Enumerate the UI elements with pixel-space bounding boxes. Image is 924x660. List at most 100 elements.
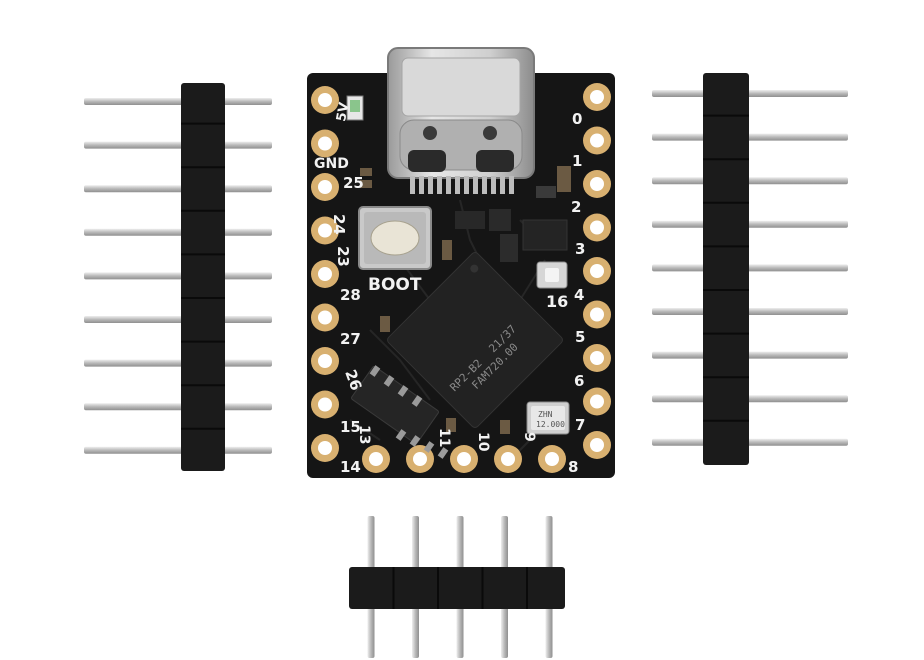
usb-contact-pin: [500, 176, 505, 194]
boot-label: BOOT: [368, 275, 422, 295]
castellated-pad: [583, 344, 611, 372]
led-label: 16: [546, 292, 568, 311]
flash-pin: [409, 435, 421, 447]
pin-label-15: 15: [340, 418, 361, 436]
pin-label-gnd: GND: [314, 156, 349, 172]
crystal-marking-line-2: 12.000: [536, 420, 565, 429]
right-header-housing: [703, 73, 749, 465]
castellated-pad: [583, 126, 611, 155]
usb-contact-pin: [464, 176, 469, 194]
castellated-pad: [311, 347, 339, 375]
right-header-pin: [652, 351, 848, 359]
left-header-pin: [84, 141, 272, 149]
castellated-pad: [362, 445, 390, 473]
left-pin-header: [84, 83, 272, 471]
left-header-pin: [84, 272, 272, 280]
led: [536, 261, 568, 289]
left-header-pin: [84, 403, 272, 411]
pin-label-9: 9: [521, 432, 537, 442]
right-header-pin: [652, 264, 848, 272]
right-header-pin: [652, 90, 848, 97]
castellated-pad: [583, 213, 611, 242]
bottom-header-housing: [349, 567, 565, 609]
pin-label-6: 6: [574, 372, 584, 390]
usb-contact-pin: [419, 176, 424, 194]
pin-label-13: 13: [356, 425, 372, 444]
left-header-pin: [84, 446, 272, 454]
castellated-pad: [311, 216, 339, 245]
pin-label-2: 2: [571, 198, 581, 216]
usb-contacts: [410, 176, 514, 194]
right-header-pin: [652, 133, 848, 141]
right-header-pin: [652, 395, 848, 403]
pin-label-11: 11: [436, 428, 452, 447]
castellated-pad: [583, 300, 611, 329]
castellated-pad: [494, 445, 522, 473]
flash-pin: [437, 447, 449, 459]
pin-label-8: 8: [568, 458, 578, 476]
usb-contact-pin: [509, 176, 514, 194]
castellated-pad: [311, 390, 339, 419]
castellated-pad: [311, 129, 339, 158]
castellated-pad: [583, 257, 611, 285]
castellated-pad: [583, 170, 611, 198]
usb-contact-pin: [428, 176, 433, 194]
pin-label-1: 1: [572, 152, 582, 170]
pin-label-25: 25: [343, 174, 364, 192]
pin-label-5v: 5V: [334, 101, 352, 122]
castellated-pad: [583, 83, 611, 111]
castellated-pad: [311, 86, 339, 114]
right-header-pin: [652, 438, 848, 446]
pin-label-3: 3: [575, 240, 585, 258]
castellated-pad: [311, 260, 339, 288]
castellated-pad: [311, 173, 339, 201]
castellated-pad: [406, 445, 434, 473]
pin-label-4: 4: [574, 286, 584, 304]
right-header-pin: [652, 308, 848, 315]
flash-pin: [397, 385, 409, 397]
castellated-pad: [538, 445, 566, 473]
flash-pin: [369, 365, 381, 377]
castellated-pad: [583, 387, 611, 416]
right-pin-header: [652, 73, 848, 465]
pin-label-7: 7: [575, 416, 585, 434]
flash-pin: [411, 395, 423, 407]
right-header-pin: [652, 220, 848, 228]
usb-contact-pin: [482, 176, 487, 194]
pin-label-24: 24: [330, 214, 348, 235]
left-header-housing: [181, 83, 225, 471]
left-header-pin: [84, 316, 272, 323]
pin-label-23: 23: [334, 246, 352, 267]
crystal-oscillator: [526, 401, 570, 435]
flash-pin: [423, 441, 435, 453]
bottom-pin-header: [349, 516, 565, 658]
pin-label-5: 5: [575, 328, 585, 346]
right-header-pin: [652, 177, 848, 185]
pin-label-28: 28: [340, 286, 361, 304]
boot-button: [358, 206, 432, 270]
pin-label-0: 0: [572, 110, 582, 128]
usb-contact-pin: [446, 176, 451, 194]
pin-label-27: 27: [340, 330, 361, 348]
left-header-pin: [84, 185, 272, 193]
crystal-marking-line-1: ZHN: [538, 410, 553, 419]
usb-contact-pin: [437, 176, 442, 194]
left-header-pin: [84, 228, 272, 236]
usb-c-connector: [387, 47, 535, 179]
left-header-pin: [84, 359, 272, 367]
smd-components: [346, 95, 571, 434]
usb-contact-pin: [455, 176, 460, 194]
flash-pin: [395, 429, 407, 441]
castellated-pad: [450, 445, 478, 473]
rp2040-chip: [387, 252, 563, 428]
usb-contact-pin: [491, 176, 496, 194]
flash-pin: [383, 375, 395, 387]
pin-label-10: 10: [475, 432, 491, 452]
pcb-board: BOOT 16 RP2-B2 21/37 FAM720.00 ZHN 12.00…: [307, 47, 615, 478]
castellated-pad: [311, 434, 339, 462]
castellated-pad: [583, 431, 611, 459]
left-header-pin: [84, 98, 272, 105]
usb-contact-pin: [473, 176, 478, 194]
castellated-pad: [311, 303, 339, 332]
